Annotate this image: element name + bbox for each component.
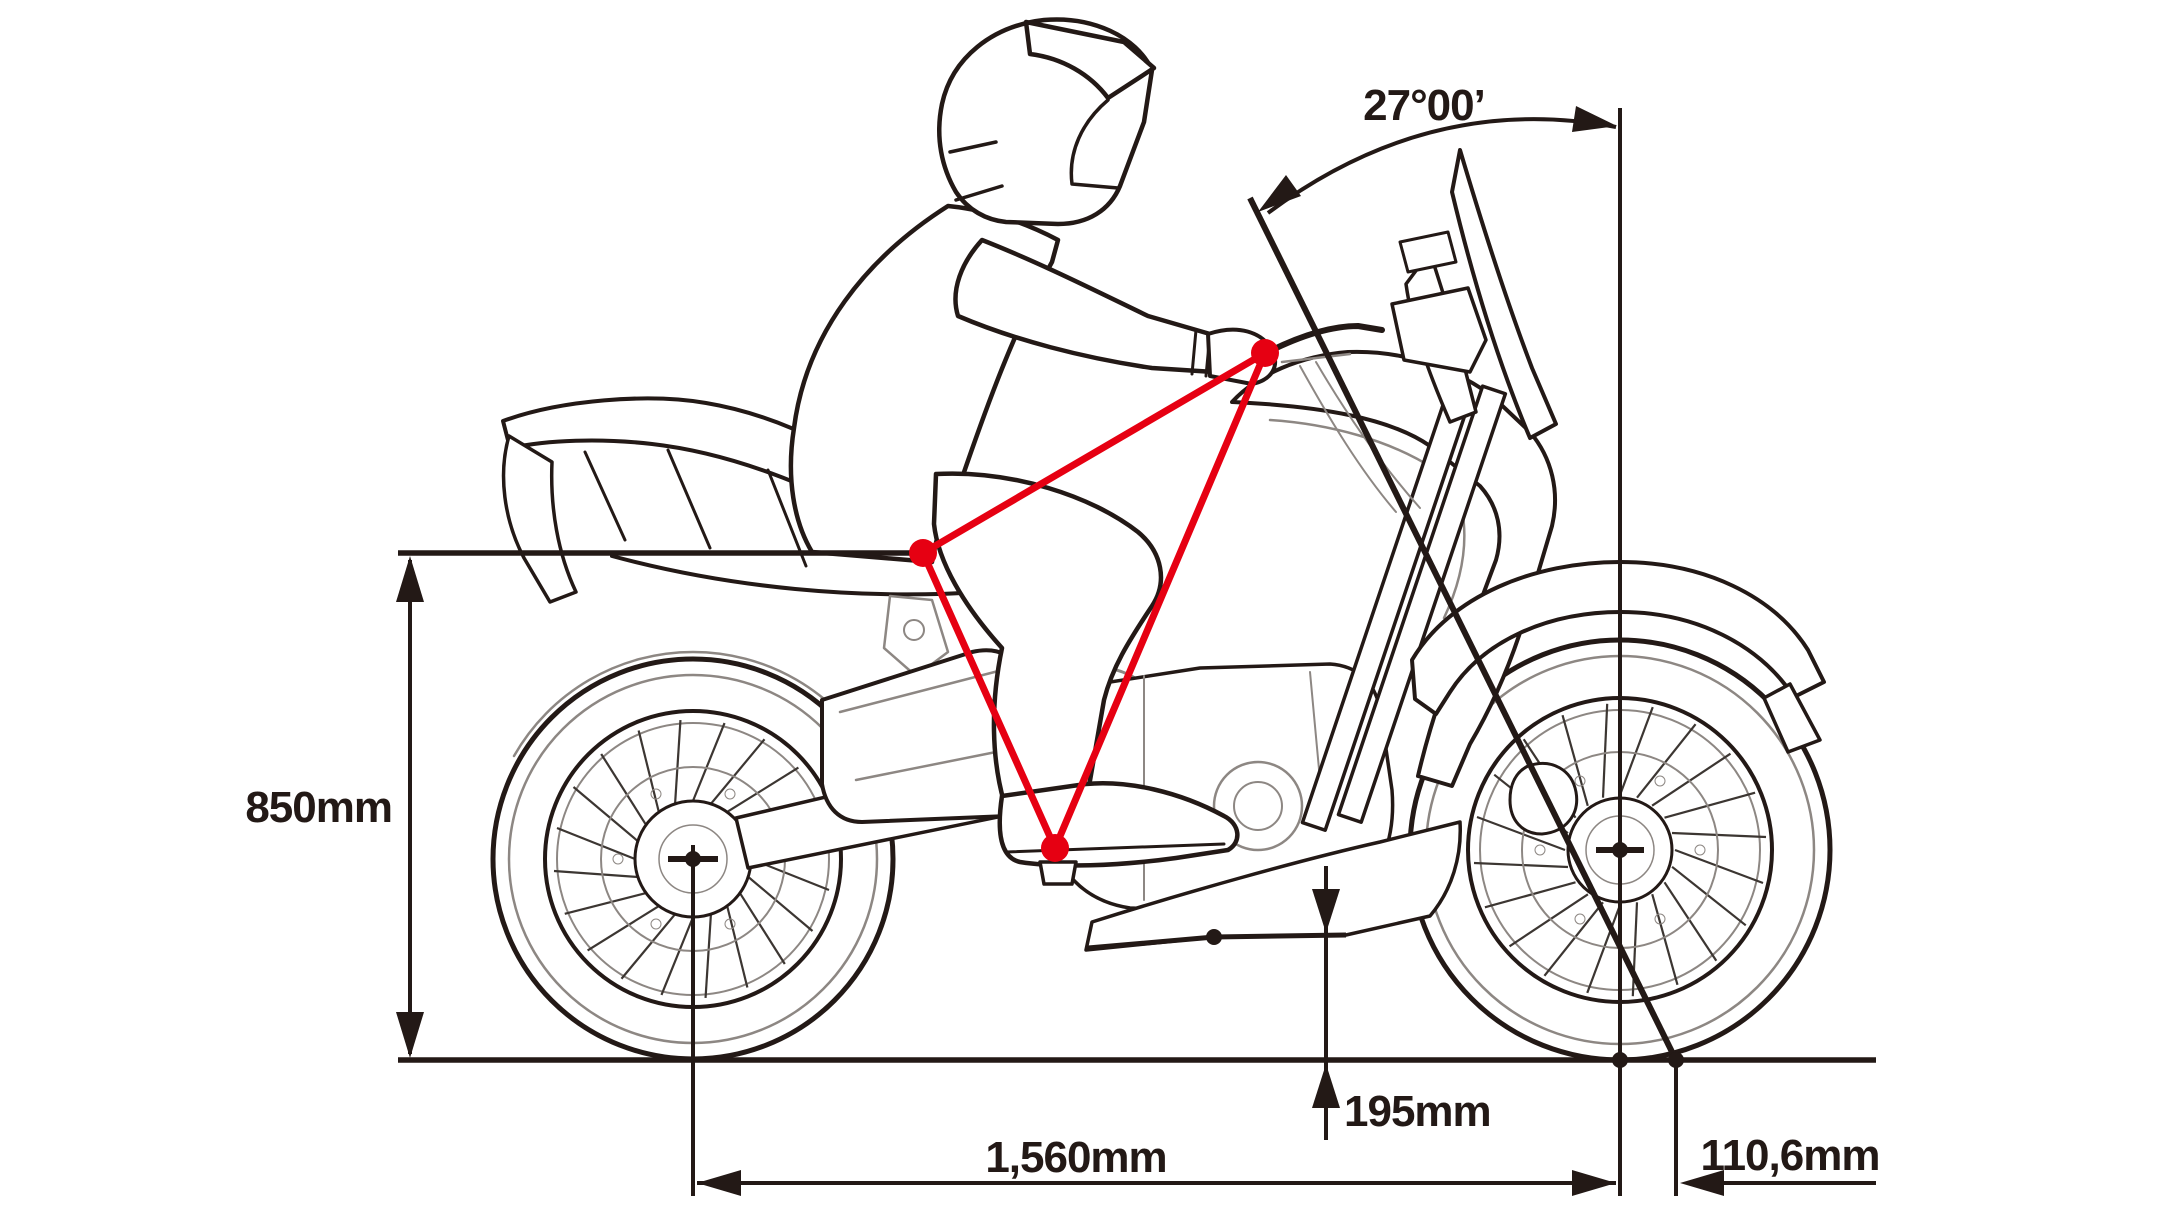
- rider-leg: [931, 471, 1164, 805]
- trail-label: 110,6mm: [1701, 1131, 1880, 1180]
- ground-clearance-dimension: 195mm: [1087, 866, 1492, 1140]
- headlight: [1390, 286, 1488, 374]
- fork-tube-front: [1336, 384, 1508, 824]
- jacket-collar: [948, 140, 1004, 202]
- dimension-annotations: 850mm 1,560mm 195mm 27°: [245, 81, 1880, 1196]
- seat-height-dimension: 850mm: [245, 556, 424, 1058]
- arrow-right: [1572, 1170, 1616, 1196]
- triangle-grip-to-seat: [919, 349, 1269, 557]
- footpeg: [1038, 860, 1078, 886]
- fender-flap: [1762, 682, 1822, 754]
- arrow-up: [1312, 1064, 1340, 1108]
- rake-angle-arc: [1266, 117, 1617, 215]
- arc-arrow-right: [1572, 106, 1617, 132]
- grip-point-dot: [1251, 339, 1279, 367]
- wheelbase-dimension: 1,560mm: [668, 845, 1616, 1196]
- arrow-down: [396, 1012, 424, 1058]
- tire-contact-dot: [1612, 1052, 1628, 1068]
- ground-clearance-label: 195mm: [1344, 1087, 1491, 1136]
- helmet-visor-opening: [1069, 98, 1120, 190]
- brake-lever: [1280, 352, 1352, 364]
- rider-triangle: [909, 339, 1279, 862]
- peg-point-dot: [1041, 834, 1069, 862]
- instrument-cluster: [1398, 230, 1458, 274]
- seat-height-label: 850mm: [245, 783, 392, 832]
- front-brake-caliper: [1508, 762, 1579, 836]
- triangle-peg-to-grip: [1051, 349, 1269, 852]
- arrow-left: [1680, 1170, 1724, 1196]
- windscreen: [1450, 148, 1558, 440]
- lower-cowl: [1084, 820, 1462, 952]
- arrow-down: [1312, 889, 1340, 933]
- seat-point-dot: [909, 539, 937, 567]
- clearance-point-dot: [1206, 929, 1222, 945]
- rake-angle-dimension: 27°00’: [1247, 81, 1679, 1196]
- arc-arrow-left: [1258, 175, 1301, 212]
- trail-dimension: 110,6mm: [1612, 1052, 1880, 1196]
- helmet-peak: [1023, 19, 1157, 101]
- arrow-up: [396, 556, 424, 602]
- rake-angle-label: 27°00’: [1363, 81, 1485, 130]
- front-fender: [1410, 560, 1826, 716]
- wheelbase-label: 1,560mm: [985, 1133, 1166, 1182]
- steering-axis-line: [1247, 196, 1679, 1062]
- seat-lower-edge: [610, 554, 1064, 597]
- triangle-seat-to-peg: [919, 549, 1059, 852]
- rear-mudflap: [501, 434, 578, 604]
- arrow-left: [697, 1170, 741, 1196]
- rider-arm: [953, 237, 1217, 375]
- rack-struts: [583, 448, 808, 568]
